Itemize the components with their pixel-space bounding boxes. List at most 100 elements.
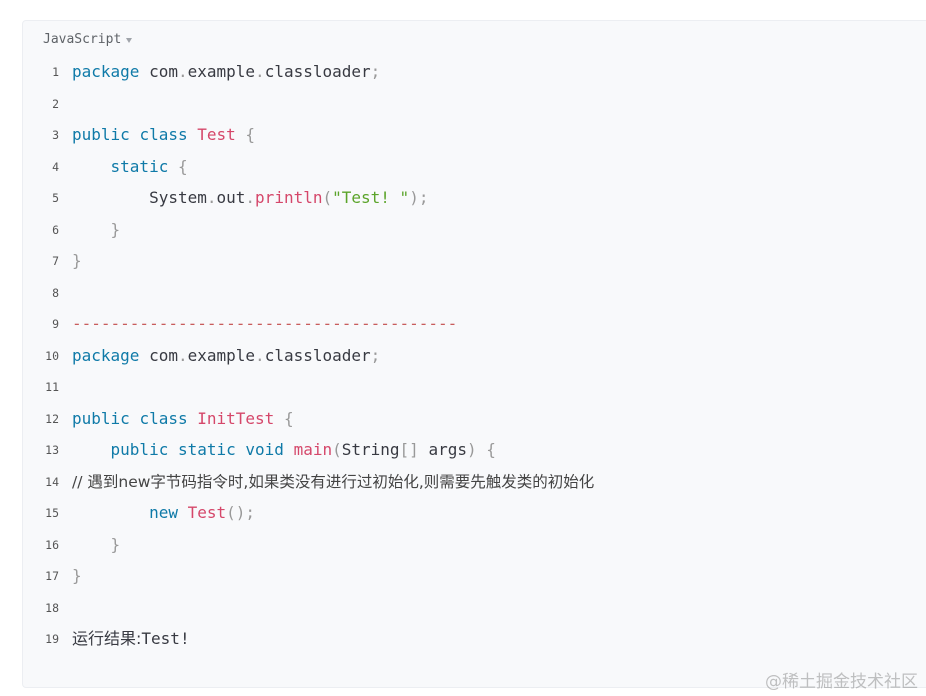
code-token: . bbox=[177, 345, 188, 365]
code-token: classloader bbox=[264, 62, 371, 81]
code-token: { bbox=[476, 440, 496, 459]
code-token: } bbox=[72, 219, 121, 239]
code-token: ); bbox=[409, 188, 429, 207]
code-token: public bbox=[72, 408, 130, 428]
code-token: } bbox=[72, 566, 82, 585]
line-number: 18 bbox=[45, 600, 59, 615]
line-number: 16 bbox=[45, 537, 59, 552]
code-token: example bbox=[187, 62, 256, 81]
line-number: 13 bbox=[45, 443, 59, 457]
code-token: { bbox=[274, 408, 294, 428]
code-line: 14 // 遇到new字节码指令时,如果类没有进行过初始化,则需要先触发类的初始化 bbox=[23, 468, 926, 500]
code-line: 18 bbox=[23, 594, 926, 626]
code-token: public bbox=[110, 440, 169, 459]
code-line: 9---------------------------------------… bbox=[23, 310, 926, 342]
code-token: System bbox=[72, 188, 207, 207]
line-code: } bbox=[72, 534, 121, 556]
code-token: ; bbox=[370, 62, 381, 81]
line-code: public class Test { bbox=[72, 124, 255, 146]
code-token: . bbox=[177, 62, 188, 81]
code-token: } bbox=[72, 251, 82, 270]
code-token: package bbox=[72, 62, 140, 81]
line-number: 14 bbox=[45, 474, 59, 489]
line-number: 17 bbox=[45, 569, 59, 583]
code-token: class bbox=[139, 125, 188, 144]
line-code: System.out.println("Test! "); bbox=[72, 187, 428, 209]
caret-down-icon bbox=[126, 37, 133, 43]
code-token: class bbox=[139, 408, 188, 428]
language-selector[interactable]: JavaScript bbox=[43, 32, 133, 47]
code-token: ; bbox=[370, 345, 381, 365]
line-code: public static void main(String[] args) { bbox=[72, 439, 496, 461]
code-token bbox=[72, 157, 111, 176]
code-token: "Test! " bbox=[332, 188, 410, 207]
code-token: . bbox=[255, 62, 265, 81]
code-line: 6 } bbox=[23, 216, 926, 248]
code-token: { bbox=[168, 156, 188, 176]
code-token bbox=[168, 440, 178, 459]
line-number: 8 bbox=[52, 285, 59, 300]
code-line: 8 bbox=[23, 279, 926, 311]
code-token: Test bbox=[187, 503, 227, 522]
line-code: 运行结果:Test! bbox=[72, 628, 190, 650]
line-code: } bbox=[72, 219, 121, 241]
code-token bbox=[72, 503, 149, 522]
line-number: 9 bbox=[52, 317, 59, 331]
line-number: 19 bbox=[45, 632, 59, 646]
code-token: Test! bbox=[141, 629, 190, 648]
line-number: 1 bbox=[52, 65, 59, 79]
code-token: } bbox=[72, 534, 121, 554]
line-code: package com.example.classloader; bbox=[72, 61, 380, 83]
line-number: 12 bbox=[45, 411, 59, 426]
code-token: args bbox=[418, 440, 467, 459]
line-number: 2 bbox=[52, 96, 59, 111]
line-number: 4 bbox=[52, 159, 59, 174]
line-number: 15 bbox=[45, 506, 59, 520]
code-token: static bbox=[177, 440, 236, 459]
code-token: println bbox=[255, 188, 323, 207]
code-line: 13 public static void main(String[] args… bbox=[23, 436, 926, 468]
code-line: 19 运行结果:Test! bbox=[23, 625, 926, 657]
code-token: // 遇到new字节码指令时,如果类没有进行过初始化,则需要先触发类的初始化 bbox=[72, 472, 595, 491]
language-label: JavaScript bbox=[43, 32, 122, 47]
code-line: 4 static { bbox=[23, 153, 926, 185]
code-token: classloader bbox=[264, 345, 371, 365]
code-token: (); bbox=[226, 503, 256, 522]
code-token: public bbox=[72, 125, 130, 144]
line-code: } bbox=[72, 565, 82, 587]
line-number: 10 bbox=[45, 348, 59, 363]
code-line: 5 System.out.println("Test! "); bbox=[23, 184, 926, 216]
code-token bbox=[130, 125, 140, 144]
line-code: static { bbox=[72, 156, 188, 178]
line-code: package com.example.classloader; bbox=[72, 345, 380, 367]
code-token bbox=[130, 409, 140, 428]
code-token: com bbox=[139, 345, 178, 365]
code-token: ( bbox=[332, 440, 342, 459]
code-token: ) bbox=[466, 440, 477, 459]
code-token: . bbox=[206, 188, 217, 207]
code-line: 2 bbox=[23, 90, 926, 122]
code-token bbox=[188, 125, 198, 144]
code-token bbox=[188, 409, 198, 428]
code-token: void bbox=[245, 440, 284, 459]
line-number: 7 bbox=[52, 254, 59, 268]
watermark: @稀土掘金技术社区 bbox=[765, 672, 918, 692]
code-token: com bbox=[139, 62, 178, 81]
code-token: example bbox=[187, 345, 256, 365]
code-line: 15 new Test(); bbox=[23, 499, 926, 531]
code-token bbox=[236, 440, 246, 459]
code-token: package bbox=[72, 345, 140, 365]
code-token: out bbox=[216, 188, 246, 207]
code-token: . bbox=[255, 345, 265, 365]
code-token bbox=[178, 503, 188, 522]
code-line: 12 public class InitTest { bbox=[23, 405, 926, 437]
code-line: 7} bbox=[23, 247, 926, 279]
code-token: 运行结果: bbox=[72, 629, 142, 648]
line-number: 11 bbox=[45, 380, 59, 394]
code-token: InitTest bbox=[197, 408, 275, 428]
code-line: 11 bbox=[23, 373, 926, 405]
